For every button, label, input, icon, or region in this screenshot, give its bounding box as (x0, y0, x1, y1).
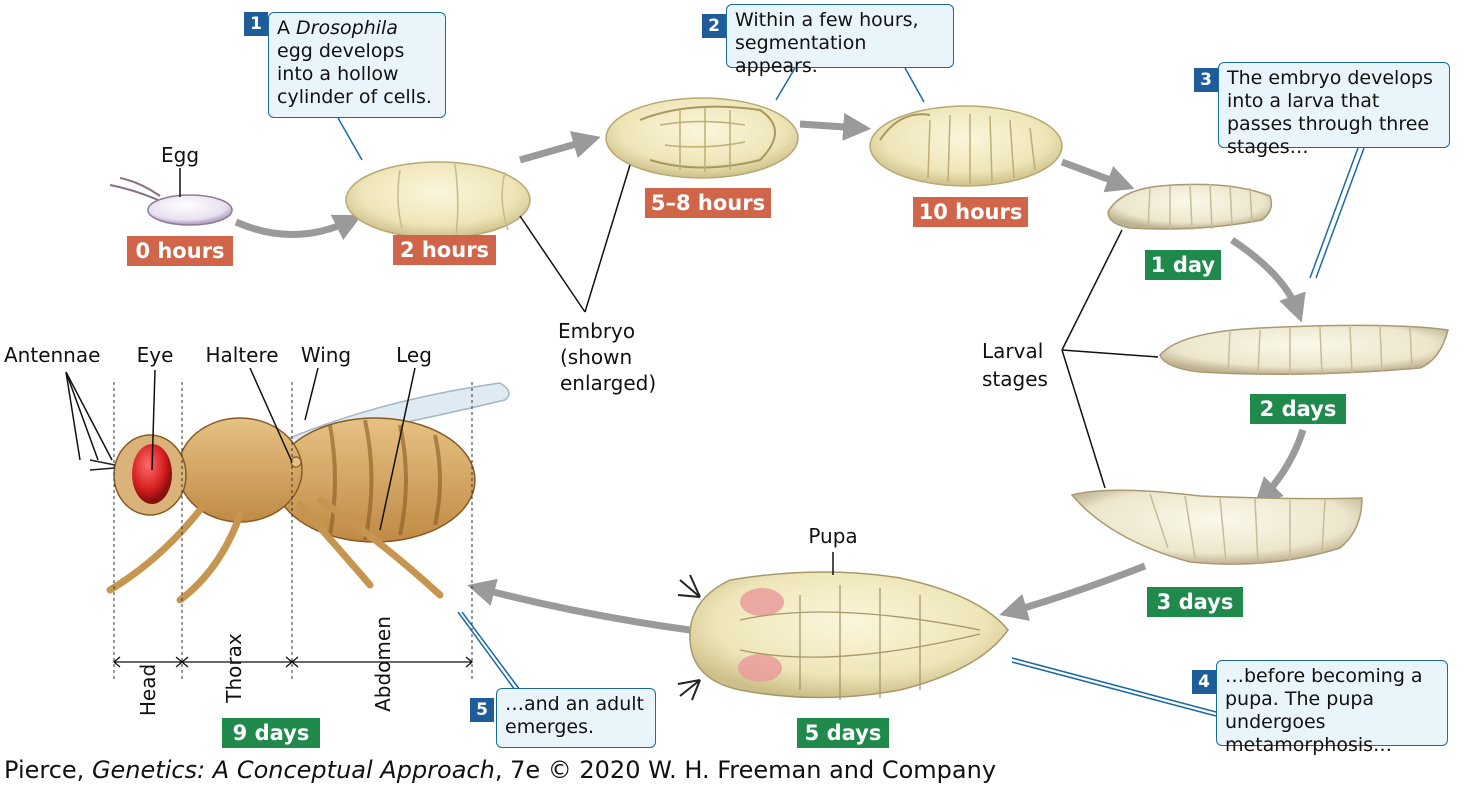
step-badge-3: 3 (1194, 68, 1218, 92)
embryo-label-line1: Embryo (558, 319, 635, 343)
larva-1-day-illustration (1107, 183, 1273, 231)
credit-author: Pierce, (4, 756, 92, 784)
time-label-egg: 0 hours (135, 239, 224, 263)
credit-rest: , 7e © 2020 W. H. Freeman and Company (494, 756, 997, 784)
arrow-10h-to-1d (1060, 158, 1135, 193)
arrow-pupa-to-adult (467, 578, 691, 634)
credit-title: Genetics: A Conceptual Approach (91, 756, 495, 784)
time-badge-embryo1 (645, 188, 771, 218)
time-badge-egg (127, 236, 233, 266)
callout-pointer-lines (337, 67, 1365, 717)
arrow-3d-to-pupa (999, 562, 1147, 621)
time-badge-blastoderm (393, 235, 496, 265)
progression-arrows (234, 112, 1307, 634)
step-badge-5: 5 (470, 698, 494, 722)
credit-line: Pierce, Genetics: A Conceptual Approach,… (4, 756, 996, 784)
embryo-10h-illustration (869, 105, 1063, 187)
embryo-label-line2: (shown (560, 345, 632, 369)
callout-3: The embryo develops into a larva that pa… (1218, 62, 1450, 158)
time-label-larva2: 2 days (1260, 397, 1337, 421)
time-badge-pupa (797, 718, 889, 748)
time-label-pupa: 5 days (805, 721, 882, 745)
callout-1-pre: A (277, 17, 297, 39)
time-label-embryo1: 5–8 hours (651, 191, 765, 215)
body-region-arrows (112, 656, 474, 668)
step-badge-1: 1 (244, 12, 268, 36)
adult-fly-illustration (89, 382, 510, 604)
thorax-label: Thorax (222, 633, 246, 704)
callout-3-text: The embryo develops into a larva that pa… (1227, 67, 1433, 158)
leg-label: Leg (396, 343, 432, 367)
antennae-label: Antennae (4, 343, 100, 367)
time-label-adult: 9 days (233, 721, 310, 745)
pupa-illustration (677, 571, 1009, 701)
callout-2: Within a few hours, segmentation appears… (726, 4, 954, 77)
head-label: Head (136, 664, 160, 716)
egg-label: Egg (161, 143, 199, 167)
larva-2-day-illustration (1159, 324, 1449, 376)
time-badge-larva2 (1250, 394, 1346, 424)
arrow-egg-to-2h (234, 214, 363, 240)
callout-4: …before becoming a pupa. The pupa underg… (1216, 660, 1448, 756)
embryo-pointer-lines (519, 164, 631, 313)
blastoderm-illustration (345, 161, 531, 239)
larval-label-line1: Larval (982, 339, 1043, 363)
wing-label: Wing (301, 343, 351, 367)
arrow-5h-to-10h (799, 112, 872, 141)
step-badge-4: 4 (1192, 670, 1216, 694)
embryo-5-8h-illustration (605, 97, 799, 179)
callout-1: A Drosophila egg develops into a hollow … (268, 12, 446, 118)
time-badge-embryo2 (913, 197, 1028, 227)
egg-illustration (109, 177, 233, 226)
abdomen-label: Abdomen (371, 616, 395, 712)
time-badges: 0 hours 2 hours 5–8 hours 10 hours 1 day 2 da… (127, 188, 1346, 748)
callout-2-text: Within a few hours, segmentation appears… (735, 9, 919, 77)
callout-1-post: egg develops into a hollow cylinder of c… (277, 40, 432, 108)
callout-5: …and an adult emerges. (496, 688, 656, 748)
time-badge-adult (222, 718, 320, 748)
larval-pointer-lines (1061, 229, 1159, 489)
arrow-2h-to-5h (519, 131, 601, 164)
time-label-larva3: 3 days (1157, 590, 1234, 614)
time-label-blastoderm: 2 hours (400, 238, 489, 262)
step-badge-2: 2 (702, 14, 726, 38)
arrow-1d-to-2d (1230, 237, 1306, 323)
time-label-larva1: 1 day (1151, 253, 1215, 277)
adult-pointer-lines (65, 367, 416, 531)
embryo-label-line3: enlarged) (560, 371, 656, 395)
callout-4-text: …before becoming a pupa. The pupa underg… (1225, 665, 1423, 756)
callout-5-text: …and an adult emerges. (505, 693, 644, 738)
larva-3-day-illustration (1070, 489, 1363, 565)
eye-label: Eye (137, 343, 174, 367)
pupa-label: Pupa (808, 524, 857, 548)
callout-1-italic: Drosophila (296, 17, 398, 39)
haltere-label: Haltere (205, 343, 278, 367)
arrow-2d-to-3d (1254, 428, 1307, 506)
time-badge-larva3 (1147, 587, 1243, 617)
time-label-embryo2: 10 hours (919, 200, 1023, 224)
time-badge-larva1 (1145, 250, 1221, 280)
larval-label-line2: stages (982, 367, 1048, 391)
